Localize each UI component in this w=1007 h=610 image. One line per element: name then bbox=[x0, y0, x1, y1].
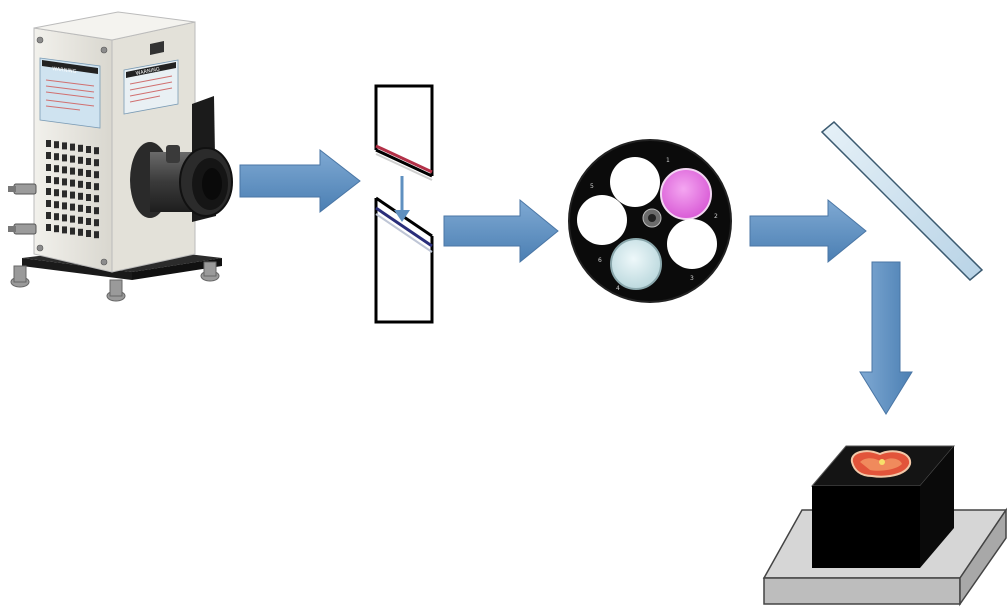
monochromator-element bbox=[374, 84, 434, 324]
lamp-screws bbox=[36, 36, 108, 266]
lamp-warning-label-side: WARNING bbox=[123, 59, 179, 115]
wheel-mark-2: 2 bbox=[714, 213, 718, 220]
lamp-lens-barrel bbox=[130, 142, 233, 218]
vent-hole bbox=[62, 154, 67, 162]
vent-hole bbox=[70, 179, 75, 187]
vent-hole bbox=[62, 190, 67, 198]
arrow-4-down bbox=[859, 261, 913, 415]
vent-hole bbox=[86, 230, 91, 237]
vent-hole bbox=[46, 188, 51, 195]
vent-hole bbox=[78, 192, 83, 200]
filter-wheel-marks: 1 2 3 4 5 6 bbox=[590, 157, 718, 292]
vent-hole bbox=[70, 155, 75, 163]
wheel-mark-5: 5 bbox=[590, 183, 594, 190]
vent-hole bbox=[54, 201, 59, 209]
vent-hole bbox=[54, 213, 59, 221]
vent-hole bbox=[78, 156, 83, 164]
vent-hole bbox=[54, 189, 59, 197]
vent-hole bbox=[46, 176, 51, 183]
vent-hole bbox=[94, 183, 99, 191]
tissue-sample bbox=[850, 450, 912, 478]
wheel-mark-3: 3 bbox=[690, 275, 694, 282]
vent-hole bbox=[54, 165, 59, 173]
vent-hole bbox=[78, 168, 83, 176]
filter-slot-empty-left bbox=[577, 195, 627, 245]
wheel-mark-4: 4 bbox=[616, 285, 620, 292]
vent-hole bbox=[62, 166, 67, 174]
vent-hole bbox=[46, 140, 51, 147]
arrow-2 bbox=[443, 198, 559, 264]
lamp-side-ports bbox=[8, 183, 37, 235]
vent-hole bbox=[94, 195, 99, 203]
vent-hole bbox=[54, 153, 59, 161]
vent-hole bbox=[70, 203, 75, 211]
sample-stage bbox=[762, 445, 1007, 607]
warning-text-side: WARNING bbox=[135, 66, 160, 77]
filter-wheel: 1 2 3 4 5 6 bbox=[568, 139, 732, 303]
vent-hole bbox=[78, 204, 83, 212]
wheel-mark-6: 6 bbox=[598, 257, 602, 264]
lamp-top-face bbox=[33, 11, 196, 41]
filter-slot-glass bbox=[610, 238, 662, 290]
vent-hole bbox=[62, 226, 67, 234]
arrow-3 bbox=[749, 198, 867, 264]
vent-hole bbox=[62, 178, 67, 186]
vent-hole bbox=[78, 180, 83, 188]
vent-hole bbox=[94, 147, 99, 155]
wheel-mark-1: 1 bbox=[666, 157, 670, 164]
internal-arrow bbox=[394, 176, 410, 222]
lamp-warning-label-front: WARNING bbox=[39, 57, 101, 129]
filter-slot-magenta bbox=[660, 168, 712, 220]
vent-hole bbox=[70, 215, 75, 223]
vent-hole bbox=[86, 206, 91, 213]
vent-hole bbox=[86, 158, 91, 165]
vent-hole bbox=[70, 143, 75, 151]
grating-line-red bbox=[375, 144, 433, 174]
dichroic-mirror bbox=[820, 120, 984, 282]
vent-hole bbox=[78, 228, 83, 236]
vent-hole bbox=[94, 231, 99, 239]
lamp-nameplate bbox=[150, 41, 164, 55]
vent-hole bbox=[94, 171, 99, 179]
vent-hole bbox=[78, 216, 83, 224]
vent-hole bbox=[86, 146, 91, 153]
vent-hole bbox=[94, 219, 99, 227]
vent-hole bbox=[54, 177, 59, 185]
filter-slot-empty-top bbox=[610, 157, 660, 207]
vent-hole bbox=[86, 170, 91, 177]
vent-hole bbox=[46, 152, 51, 159]
vent-hole bbox=[94, 159, 99, 167]
vent-hole bbox=[86, 194, 91, 201]
filter-slot-empty-right bbox=[667, 219, 717, 269]
vent-hole bbox=[46, 200, 51, 207]
vent-hole bbox=[70, 227, 75, 235]
vent-hole bbox=[62, 142, 67, 150]
vent-hole bbox=[70, 191, 75, 199]
vent-hole bbox=[54, 225, 59, 233]
vent-hole bbox=[86, 218, 91, 225]
vent-hole bbox=[78, 144, 83, 152]
vent-hole bbox=[94, 207, 99, 215]
arrow-1 bbox=[239, 148, 361, 214]
vent-hole bbox=[54, 141, 59, 149]
grating-line-blue bbox=[375, 206, 433, 248]
lamp-feet bbox=[10, 261, 220, 302]
vent-hole bbox=[46, 164, 51, 171]
vent-hole bbox=[62, 202, 67, 210]
warning-text-front: WARNING bbox=[52, 66, 77, 75]
vent-hole bbox=[86, 182, 91, 189]
lamp-vent-grid bbox=[46, 140, 99, 239]
vent-hole bbox=[46, 212, 51, 219]
vent-hole bbox=[70, 167, 75, 175]
vent-hole bbox=[46, 224, 51, 231]
lamp-housing: WARNING WARNING bbox=[8, 11, 233, 302]
vent-hole bbox=[62, 214, 67, 222]
